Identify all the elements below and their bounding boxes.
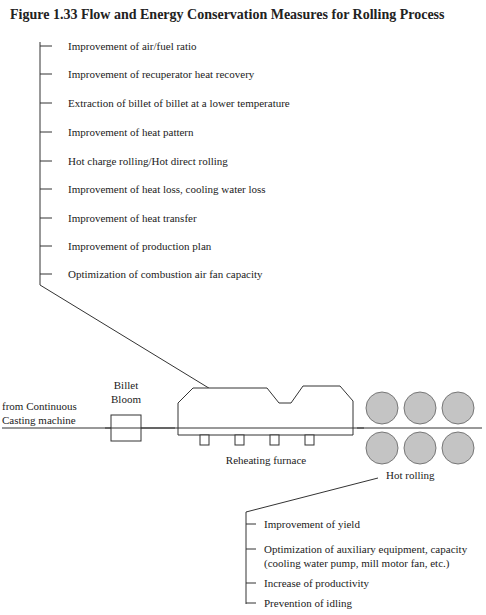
roll-symbol (366, 392, 398, 424)
measure-item: Extraction of billet of billet at a lowe… (68, 96, 468, 110)
measure-item: Optimization of auxiliary equipment, cap… (264, 542, 484, 570)
bracket-tick (40, 246, 52, 247)
measure-item: Prevention of idling (264, 596, 479, 610)
process-line (2, 428, 482, 429)
bracket-line (246, 512, 247, 604)
roll-symbol (366, 432, 398, 464)
source-note: from Continuous Casting machine (2, 399, 84, 427)
measure-item: Optimization of combustion air fan capac… (68, 267, 468, 281)
flow-connector (357, 428, 364, 429)
bracket-tick (40, 132, 52, 133)
measure-item: Improvement of recuperator heat recovery (68, 67, 468, 81)
burner-symbol (305, 435, 314, 445)
bracket-tick (246, 549, 256, 550)
roll-symbol (404, 392, 436, 424)
bracket-tick (246, 583, 256, 584)
measure-item: Improvement of production plan (68, 239, 468, 253)
bracket-tick (40, 189, 52, 190)
roll-symbol (442, 432, 474, 464)
process-line (105, 428, 147, 429)
flow-connector (147, 428, 175, 429)
burner-symbol (270, 435, 279, 445)
process-line (178, 428, 353, 429)
node-label: Billet Bloom (105, 378, 147, 406)
bracket-tick (40, 274, 52, 275)
bracket-tick (40, 218, 52, 219)
furnace-outline (178, 386, 353, 435)
bracket-tick (40, 46, 52, 47)
roll-symbol (404, 432, 436, 464)
bracket-tick (246, 524, 256, 525)
roll-symbol (442, 392, 474, 424)
measure-item: Improvement of heat loss, cooling water … (68, 182, 468, 196)
rolling-mill-box: Hot rolling (364, 388, 476, 484)
leader-line (246, 478, 378, 512)
node-label: Hot rolling (386, 468, 476, 482)
node-label: Reheating furnace (175, 453, 357, 467)
measure-item: Improvement of heat transfer (68, 211, 468, 225)
leader-line (40, 285, 212, 390)
burner-symbol (235, 435, 244, 445)
burner-symbol (200, 435, 209, 445)
measure-item: Increase of productivity (264, 576, 479, 590)
bracket-tick (40, 161, 52, 162)
bracket-tick (40, 103, 52, 104)
furnace-box: Reheating furnace (175, 383, 357, 475)
figure-title: Figure 1.33 Flow and Energy Conservation… (10, 6, 480, 24)
measure-item: Improvement of yield (264, 517, 479, 531)
measure-item: Improvement of heat pattern (68, 125, 468, 139)
measure-item: Hot charge rolling/Hot direct rolling (68, 154, 468, 168)
bracket-line (40, 42, 41, 285)
measure-item: Improvement of air/fuel ratio (68, 39, 468, 53)
billet-box: Billet Bloom (105, 378, 147, 442)
bracket-tick (246, 603, 256, 604)
bracket-tick (40, 74, 52, 75)
